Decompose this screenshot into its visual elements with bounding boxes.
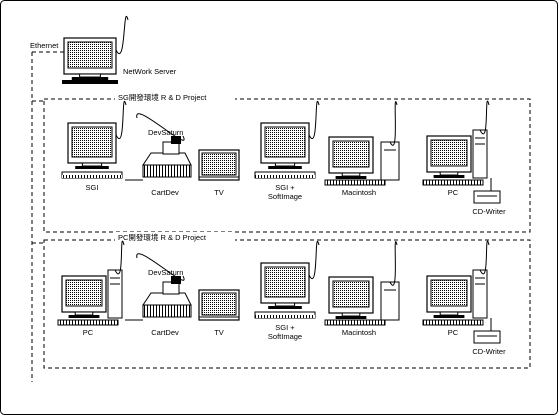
svg-text:TV: TV (214, 188, 224, 197)
svg-text:SGI +: SGI + (275, 323, 295, 332)
device-workstation: SGI (61, 101, 127, 192)
device-tv: TV (198, 149, 240, 197)
svg-text:SoftImage: SoftImage (268, 332, 302, 341)
svg-text:CartDev: CartDev (151, 328, 179, 337)
group-title-pc: PC開發環境 R & D Project (118, 232, 207, 242)
svg-text:PC: PC (83, 328, 94, 337)
ethernet-backbone (31, 51, 62, 382)
device-pc: PC (422, 240, 490, 337)
svg-text:SGI: SGI (86, 183, 99, 192)
device-pc: PC (57, 240, 125, 337)
device-mac: Macintosh (324, 101, 400, 197)
svg-text:DevSaturn: DevSaturn (148, 268, 183, 277)
network-server-label: NetWork Server (123, 67, 177, 76)
device-cd-writer: CD-Writer (472, 178, 506, 216)
svg-text:SoftImage: SoftImage (268, 192, 302, 201)
group-title-sg: SG開發環境 R & D Project (118, 92, 207, 102)
network-server (62, 16, 129, 84)
svg-text:Macintosh: Macintosh (342, 188, 376, 197)
svg-text:PC: PC (448, 328, 459, 337)
svg-text:CartDev: CartDev (151, 188, 179, 197)
group-box-sg (43, 98, 531, 233)
device-cd-writer: CD-Writer (472, 318, 506, 356)
device-tv: TV (198, 289, 240, 337)
svg-text:TV: TV (214, 328, 224, 337)
ethernet-label: Ethernet (30, 41, 59, 50)
svg-text:CD-Writer: CD-Writer (472, 347, 506, 356)
group-box-pc (43, 239, 531, 369)
device-workstation: SGI +SoftImage (254, 101, 320, 201)
svg-text:DevSaturn: DevSaturn (148, 128, 183, 137)
device-mac: Macintosh (324, 241, 400, 337)
svg-text:CD-Writer: CD-Writer (472, 207, 506, 216)
device-workstation: SGI +SoftImage (254, 241, 320, 341)
svg-text:Macintosh: Macintosh (342, 328, 376, 337)
svg-text:PC: PC (448, 188, 459, 197)
svg-text:SGI +: SGI + (275, 183, 295, 192)
device-pc: PC (422, 100, 490, 197)
